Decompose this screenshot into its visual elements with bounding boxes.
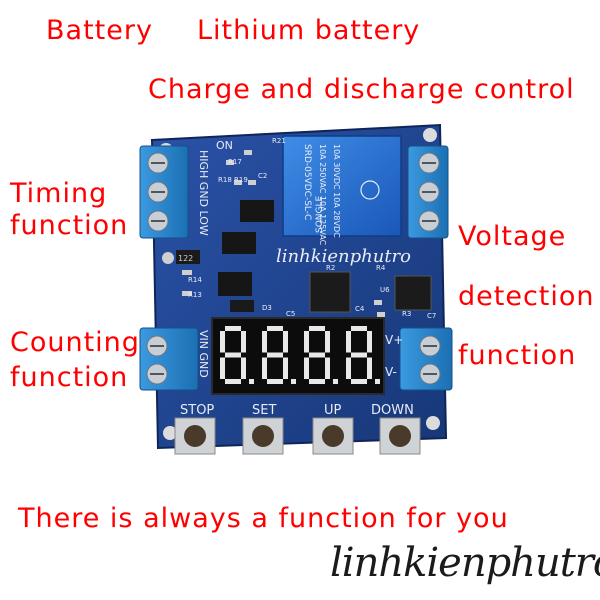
- caption-timing: Timing: [10, 178, 108, 209]
- display-segment: [241, 357, 246, 379]
- caption-voltage-function: function: [458, 340, 577, 371]
- display-segment: [346, 357, 351, 379]
- silkscreen: STOP SET UP DOWN HIGH GND LOW VIN GND V+…: [178, 137, 436, 418]
- mount-hole: [163, 426, 177, 440]
- display-segment: [283, 331, 288, 353]
- display-segment: [220, 357, 225, 379]
- display-segment: [309, 379, 325, 384]
- relay-logo: [360, 180, 380, 200]
- mount-hole: [423, 128, 437, 142]
- button-label-down: DOWN: [371, 403, 414, 418]
- display-segment: [262, 331, 267, 353]
- relay-spec-line: 10A 250VAC 10A 125VAC: [318, 144, 327, 246]
- display-segment: [325, 331, 330, 353]
- button-label-stop: STOP: [180, 403, 214, 418]
- button-label-up: UP: [324, 403, 342, 418]
- component-label: C2: [258, 172, 267, 180]
- mount-hole: [426, 416, 440, 430]
- push-buttons: [174, 417, 421, 455]
- terminal-block-right: [399, 327, 453, 391]
- display-segment: [220, 331, 225, 353]
- display-segment: [267, 326, 283, 331]
- display-segment: [225, 352, 241, 358]
- component-label: R19: [234, 176, 248, 184]
- display-segment: [262, 357, 267, 379]
- pins-left-label: VIN GND: [197, 330, 210, 378]
- caption-battery: Battery: [46, 15, 153, 46]
- component-label: C7: [427, 312, 436, 320]
- display-segment: [304, 331, 309, 353]
- display-segment: [304, 357, 309, 379]
- caption-counting-function: function: [10, 362, 129, 393]
- display-decimal-point: [333, 379, 338, 384]
- button-label-set: SET: [252, 403, 276, 418]
- mount-hole: [162, 252, 174, 264]
- caption-charge-discharge-control: Charge and discharge control: [148, 74, 575, 105]
- display-segment: [267, 352, 283, 358]
- component-label: R18: [218, 176, 232, 184]
- signature-watermark: linhkienphutro: [330, 540, 600, 586]
- component-label: R14: [188, 276, 202, 284]
- display-segment: [241, 331, 246, 353]
- down-button[interactable]: [379, 417, 421, 455]
- smd-components: [176, 150, 432, 317]
- display-segment: [346, 331, 351, 353]
- relay-brand: SONGLE: [315, 195, 325, 233]
- display-segment: [309, 352, 325, 358]
- up-button[interactable]: [312, 417, 354, 455]
- display-decimal-point: [291, 379, 296, 384]
- terminal-block-top-right: [407, 145, 449, 239]
- component-label: C5: [286, 310, 295, 318]
- component-label: R17: [228, 158, 242, 166]
- board-watermark: linhkienphutro: [276, 246, 411, 267]
- set-button[interactable]: [242, 417, 284, 455]
- component-label: R21: [272, 137, 286, 145]
- display-segment: [351, 326, 367, 331]
- display-segment: [309, 326, 325, 331]
- terminal-block-left: [139, 327, 199, 391]
- relay-spec-line: 10A 30VDC 10A 28VDC: [332, 144, 341, 238]
- component-label: R3: [402, 310, 411, 318]
- display-decimal-point: [375, 379, 380, 384]
- v-minus-label: V-: [385, 365, 397, 379]
- stop-button[interactable]: [174, 417, 216, 455]
- component-label: R2: [326, 264, 335, 272]
- component-label: C4: [355, 305, 365, 313]
- ic-label: 122: [178, 254, 193, 263]
- display-segment: [283, 357, 288, 379]
- seven-segment-display: [211, 317, 385, 395]
- display-segment: [225, 379, 241, 384]
- caption-timing-function: function: [10, 210, 129, 241]
- caption-lithium-battery: Lithium battery: [197, 15, 421, 46]
- display-decimal-point: [249, 379, 254, 384]
- component-label: U6: [380, 286, 390, 294]
- relay: SRD-05VDC-SL-C 10A 250VAC 10A 125VAC 10A…: [282, 135, 402, 246]
- caption-detection: detection: [458, 281, 595, 312]
- display-segment: [367, 357, 372, 379]
- display-segment: [367, 331, 372, 353]
- component-label: R4: [376, 264, 386, 272]
- component-label: R13: [188, 291, 202, 299]
- display-segment: [267, 379, 283, 384]
- display-segment: [351, 352, 367, 358]
- display-segment: [225, 326, 241, 331]
- pins-top-label: HIGH GND LOW: [197, 150, 210, 236]
- caption-counting: Counting: [10, 327, 140, 358]
- on-label: ON: [216, 139, 233, 152]
- terminal-block-top-left: [139, 145, 189, 239]
- v-plus-label: V+: [385, 333, 403, 347]
- display-segment: [325, 357, 330, 379]
- caption-always-function: There is always a function for you: [18, 503, 509, 534]
- relay-spec-line: SRD-05VDC-SL-C: [302, 144, 312, 220]
- display-segment: [351, 379, 367, 384]
- caption-voltage: Voltage: [458, 221, 567, 252]
- component-label: D3: [262, 304, 272, 312]
